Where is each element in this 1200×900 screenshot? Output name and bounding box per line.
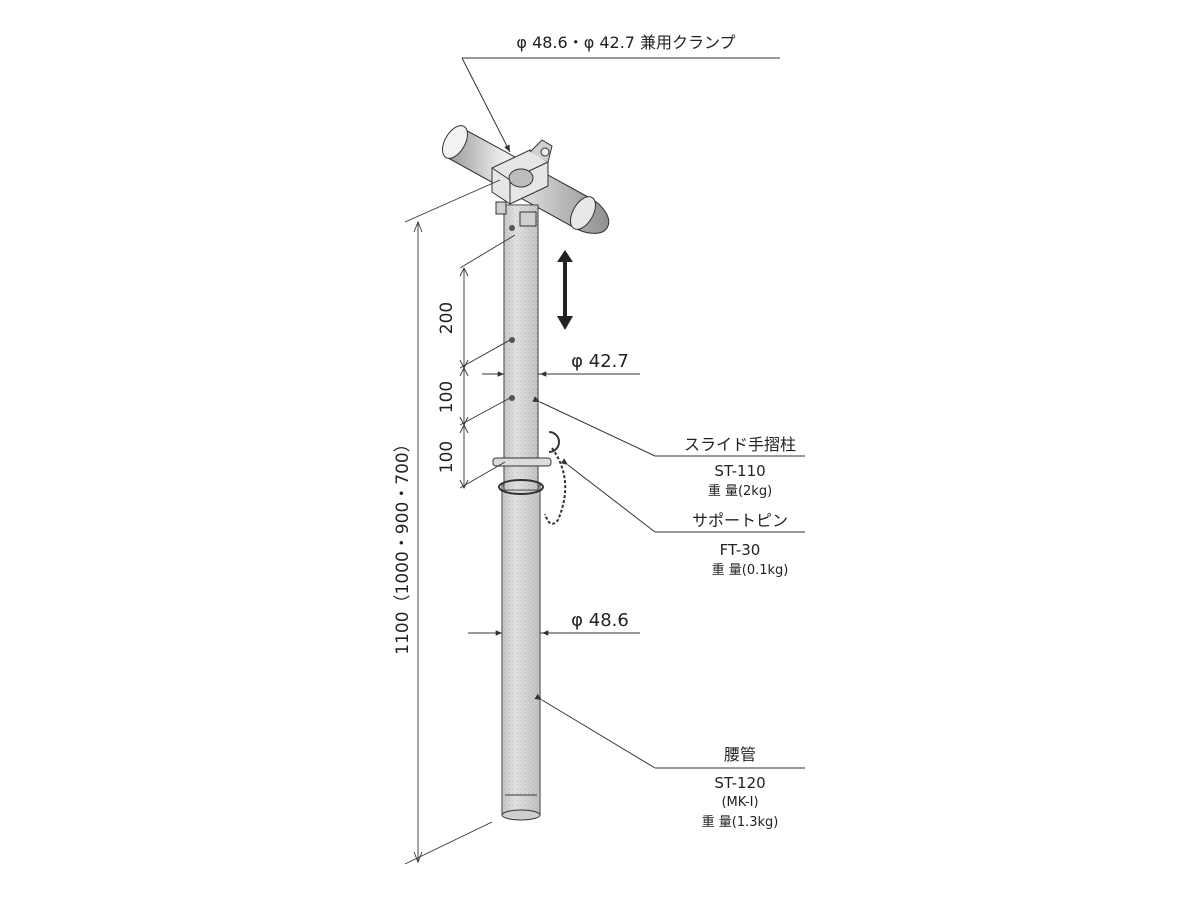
total-height-dimension: [404, 179, 501, 865]
clamp: [491, 139, 553, 227]
joint-ring: [498, 479, 544, 495]
slide-direction-arrow: [557, 250, 573, 330]
waist-pipe-sub: (MK-Ⅰ): [721, 795, 758, 810]
support-pin-weight: 重 量(0.1kg): [712, 562, 789, 578]
slide-post-code: ST-110: [714, 462, 765, 480]
waist-pipe-weight: 重 量(1.3kg): [702, 814, 779, 830]
upper-diameter-label: φ 42.7: [571, 351, 629, 372]
hole-spacing-100-b: 100: [437, 441, 457, 473]
support-pin-code: FT-30: [720, 541, 761, 559]
support-pin: [492, 431, 567, 525]
slide-post: [503, 204, 539, 491]
slide-post-name: スライド手摺柱: [684, 435, 796, 454]
total-height-label: 1100（1000・900・700）: [393, 435, 413, 654]
lower-diameter-label: φ 48.6: [571, 610, 629, 631]
hole-spacing-dimensions: [459, 234, 516, 490]
waist-pipe-name: 腰管: [724, 745, 756, 764]
support-pin-name: サポートピン: [692, 511, 788, 530]
waist-pipe-code: ST-120: [714, 774, 765, 792]
hole-spacing-200: 200: [437, 302, 457, 334]
waist-pipe: [501, 484, 541, 821]
hole-spacing-100-a: 100: [437, 381, 457, 413]
clamp-label: φ 48.6・φ 42.7 兼用クランプ: [516, 33, 735, 52]
slide-post-weight: 重 量(2kg): [708, 483, 772, 499]
